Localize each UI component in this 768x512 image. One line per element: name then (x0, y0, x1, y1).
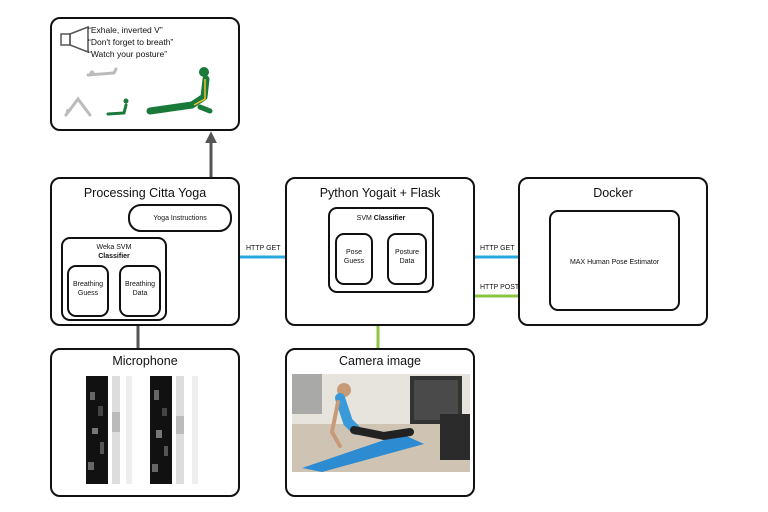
weka-title: Weka SVM (96, 244, 132, 251)
microphone-title: Microphone (112, 354, 178, 368)
camera-image-box: Camera image (285, 348, 475, 497)
weka-svm-classifier: Weka SVM Classifier Breathing Guess Brea… (61, 237, 167, 321)
plank-pose-figure (86, 67, 118, 77)
http-get-right-label: HTTP GET (480, 245, 515, 252)
feedback-line-3: “Watch your posture” (88, 49, 168, 59)
yoga-instructions-label: Yoga Instructions (153, 215, 207, 222)
feedback-panel: “Exhale, inverted V” “Don't forget to br… (50, 17, 240, 131)
yoga-pose-figures (64, 67, 213, 117)
breathing-data-box: Breathing Data (119, 265, 161, 317)
python-yogait-flask-box: Python Yogait + Flask SVM Classifier Pos… (285, 177, 475, 326)
speaker-icon (60, 25, 89, 54)
posture-data-box: Posture Data (387, 233, 427, 285)
svm-classifier: SVM Classifier Pose Guess Posture Data (328, 207, 434, 293)
weka-subtitle: Classifier (98, 253, 130, 260)
camera-title: Camera image (339, 354, 421, 368)
small-cobra-pose-figure (106, 98, 129, 116)
processing-citta-yoga-box: Processing Citta Yoga Yoga Instructions … (50, 177, 240, 326)
yoga-instructions-box: Yoga Instructions (128, 204, 232, 232)
http-post-label: HTTP POST (480, 284, 520, 291)
posture-data-label: Posture Data (394, 249, 420, 265)
breathing-guess-box: Breathing Guess (67, 265, 109, 317)
large-cobra-pose-figure (146, 67, 213, 115)
inverted-v-pose-figure (64, 96, 92, 117)
svm-title: SVM (356, 215, 372, 222)
microphone-box: Microphone (50, 348, 240, 497)
docker-title: Docker (593, 186, 633, 200)
breathing-spectrogram (86, 376, 198, 484)
http-get-left-label: HTTP GET (246, 245, 281, 252)
pose-guess-box: Pose Guess (335, 233, 373, 285)
breathing-guess-label: Breathing Guess (73, 281, 103, 297)
feedback-line-1: “Exhale, inverted V” (88, 25, 163, 35)
pose-guess-label: Pose Guess (343, 249, 365, 265)
docker-box: Docker MAX Human Pose Estimator (518, 177, 708, 326)
breathing-data-label: Breathing Data (125, 281, 155, 297)
estimator-label: MAX Human Pose Estimator (569, 259, 660, 266)
max-human-pose-estimator-box: MAX Human Pose Estimator (549, 210, 680, 311)
feedback-line-2: “Don't forget to breath” (88, 37, 174, 47)
camera-photo (292, 374, 470, 472)
python-title: Python Yogait + Flask (319, 186, 441, 200)
processing-title: Processing Citta Yoga (83, 186, 207, 200)
svm-subtitle: Classifier (373, 215, 406, 222)
